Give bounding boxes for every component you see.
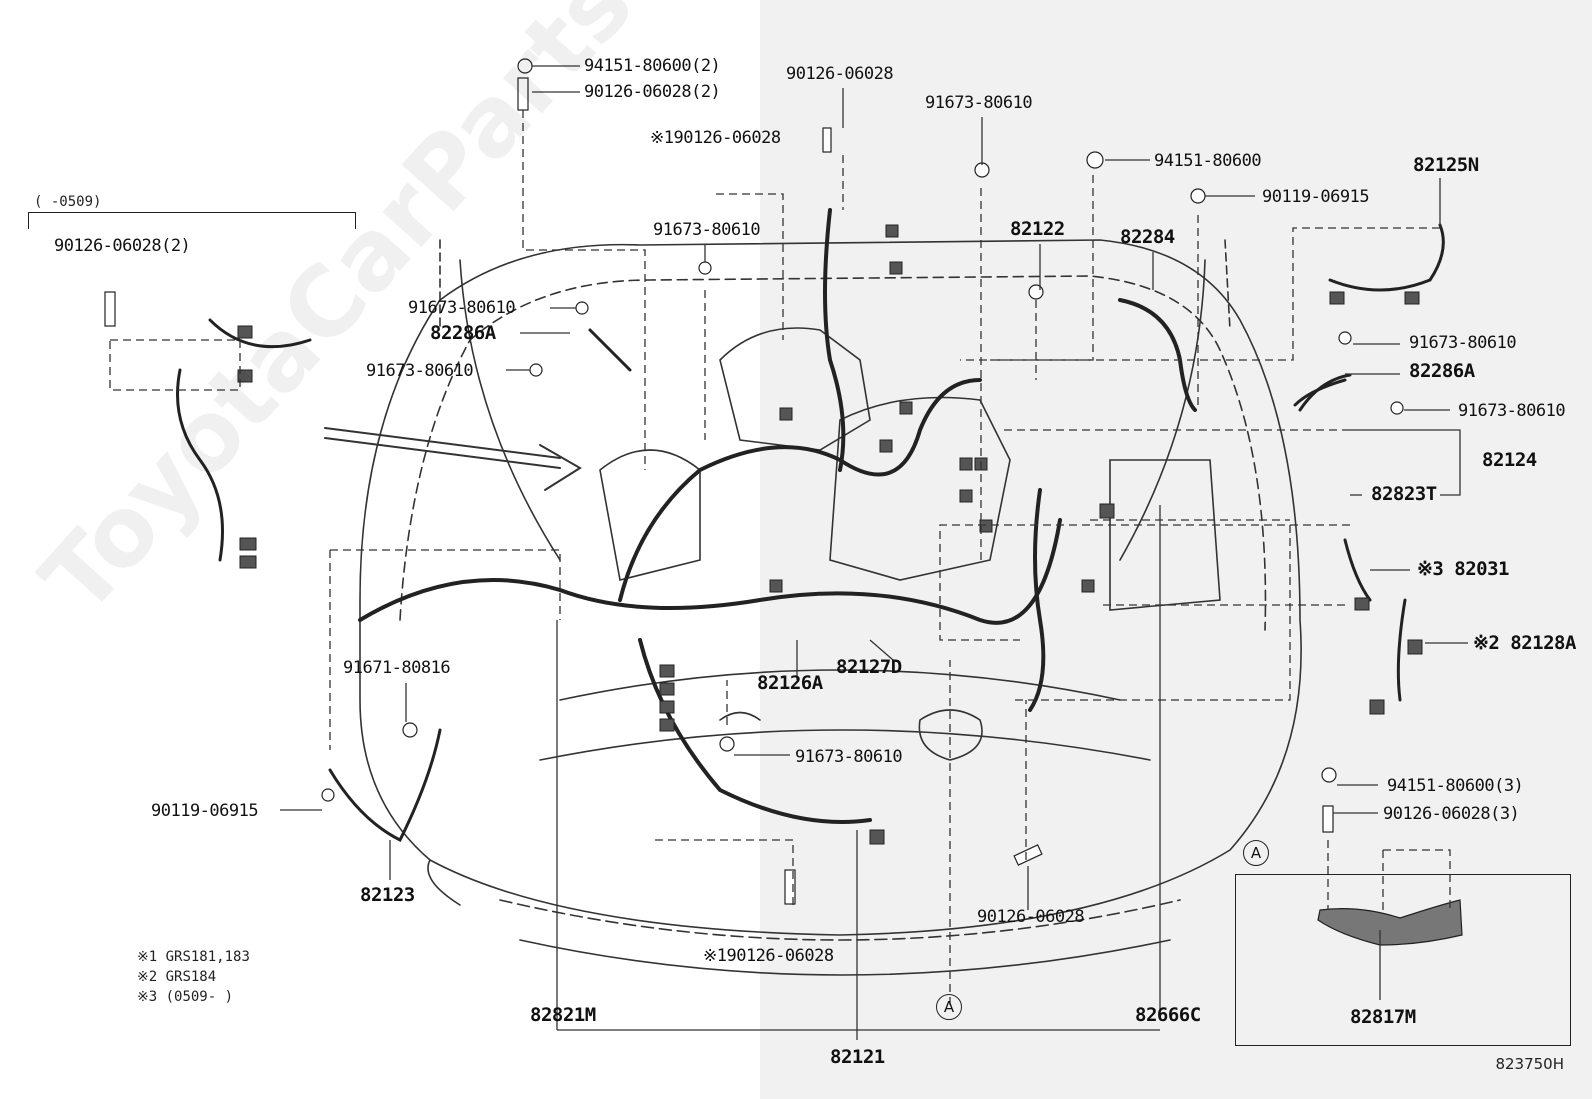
part-label-90126-06028-note1[interactable]: ※190126-06028 xyxy=(703,946,834,966)
part-label-91673-80610[interactable]: 91673-80610 xyxy=(795,747,903,767)
part-label-91673-80610[interactable]: 91673-80610 xyxy=(1409,333,1517,353)
part-label-82284[interactable]: 82284 xyxy=(1120,226,1175,248)
reference-circle-a: A xyxy=(936,994,962,1020)
inset-frame xyxy=(1235,874,1571,1046)
part-label-82127D[interactable]: 82127D xyxy=(836,656,902,678)
part-label-91673-80610[interactable]: 91673-80610 xyxy=(925,93,1033,113)
part-label-91671-80816[interactable]: 91671-80816 xyxy=(343,658,451,678)
part-label-90126-06028-2-inset[interactable]: 90126-06028(2) xyxy=(54,236,191,256)
part-label-91673-80610[interactable]: 91673-80610 xyxy=(1458,401,1566,421)
part-label-82031[interactable]: ※3 82031 xyxy=(1417,558,1510,580)
part-label-94151-80600-3[interactable]: 94151-80600(3) xyxy=(1387,776,1524,796)
part-label-82823T[interactable]: 82823T xyxy=(1371,483,1437,505)
part-label-90126-06028-note1[interactable]: ※190126-06028 xyxy=(650,128,781,148)
date-range-bracket xyxy=(28,212,356,229)
part-label-82124[interactable]: 82124 xyxy=(1482,449,1537,471)
part-label-82125N[interactable]: 82125N xyxy=(1413,154,1479,176)
part-label-90126-06028-2[interactable]: 90126-06028(2) xyxy=(584,82,721,102)
part-label-90126-06028[interactable]: 90126-06028 xyxy=(786,64,894,84)
part-label-82122[interactable]: 82122 xyxy=(1010,218,1065,240)
footnote-3: ※3 (0509- ) xyxy=(137,989,234,1005)
footnote-2: ※2 GRS184 xyxy=(137,969,217,985)
part-label-82286A[interactable]: 82286A xyxy=(1409,360,1475,382)
part-label-82126A[interactable]: 82126A xyxy=(757,672,823,694)
part-label-94151-80600-2[interactable]: 94151-80600(2) xyxy=(584,56,721,76)
part-label-91673-80610[interactable]: 91673-80610 xyxy=(366,361,474,381)
date-range-label: ( -0509) xyxy=(34,194,102,210)
drawing-code: 823750H xyxy=(1495,1055,1564,1073)
part-label-82128A[interactable]: ※2 82128A xyxy=(1473,632,1576,654)
part-label-82123[interactable]: 82123 xyxy=(360,884,415,906)
part-label-82286A[interactable]: 82286A xyxy=(430,322,496,344)
part-label-82121[interactable]: 82121 xyxy=(830,1046,885,1068)
footnote-1: ※1 GRS181,183 xyxy=(137,949,250,965)
part-label-90126-06028[interactable]: 90126-06028 xyxy=(977,907,1085,927)
part-label-90119-06915[interactable]: 90119-06915 xyxy=(1262,187,1370,207)
part-label-91673-80610[interactable]: 91673-80610 xyxy=(653,220,761,240)
part-label-90119-06915[interactable]: 90119-06915 xyxy=(151,801,259,821)
part-label-82817M[interactable]: 82817M xyxy=(1350,1006,1416,1028)
part-label-82821M[interactable]: 82821M xyxy=(530,1004,596,1026)
part-label-82666C[interactable]: 82666C xyxy=(1135,1004,1201,1026)
reference-circle-a-inset: A xyxy=(1243,840,1269,866)
part-label-90126-06028-3[interactable]: 90126-06028(3) xyxy=(1383,804,1520,824)
part-label-94151-80600[interactable]: 94151-80600 xyxy=(1154,151,1262,171)
part-label-91673-80610[interactable]: 91673-80610 xyxy=(408,298,516,318)
